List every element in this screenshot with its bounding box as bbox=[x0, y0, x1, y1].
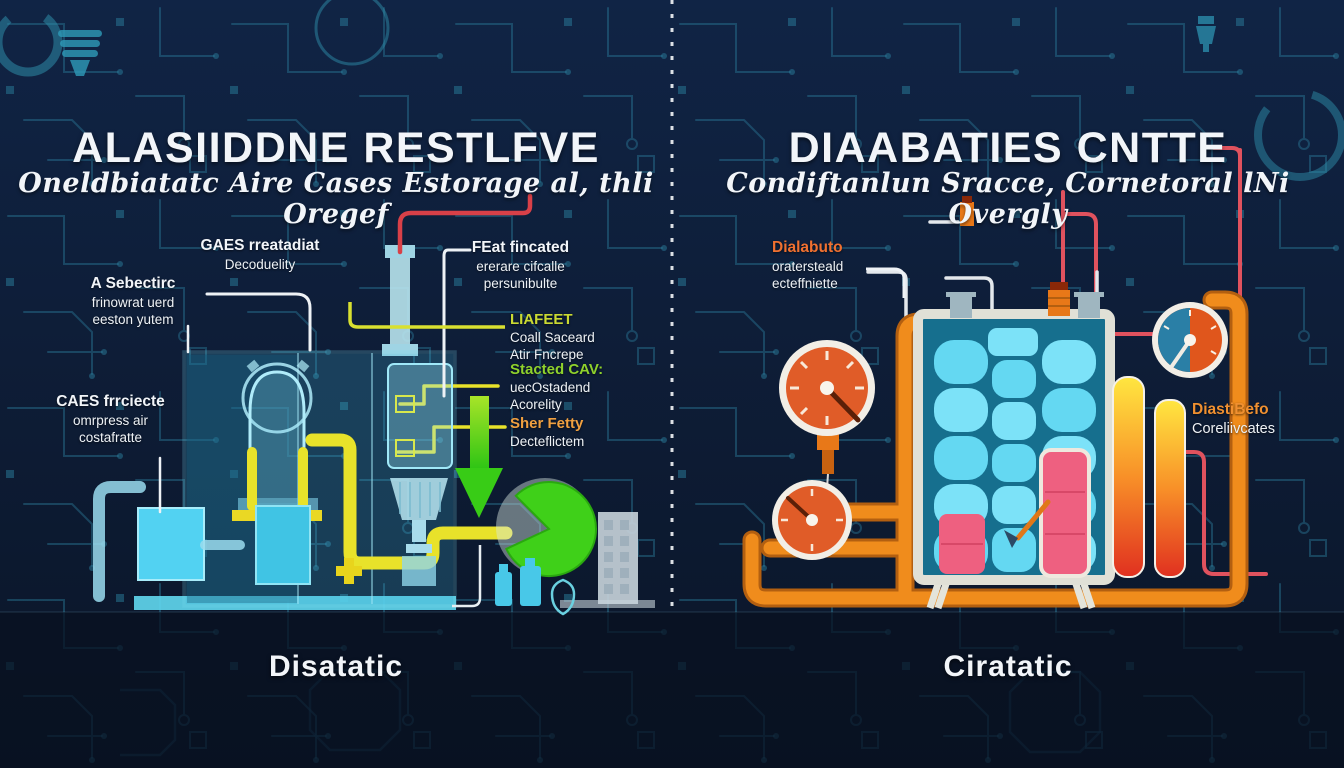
right-connector-line bbox=[866, 267, 906, 298]
heat-gradient-bars bbox=[1112, 376, 1186, 578]
label-gaes-line2: Decoduelity bbox=[224, 256, 296, 272]
shield-icon bbox=[550, 578, 576, 616]
dart-icon bbox=[1004, 499, 1051, 548]
tower-building-icon bbox=[598, 512, 638, 604]
left-panel-title: ALASIIDDNE RESTLFVE bbox=[72, 124, 600, 172]
right-panel-subtitle: Condiftanlun Sracce, Cornetoral lNi Over… bbox=[726, 168, 1290, 230]
legend-item-stacted: Stacted CAV: uecOstadend Acorelity bbox=[510, 360, 640, 414]
left-machine-diagram bbox=[93, 193, 655, 616]
left-panel-subtitle: Oneldbiatatc Aire Cases Estorage al, thl… bbox=[18, 168, 654, 230]
cyan-tank-box bbox=[137, 507, 205, 581]
pressure-gauge-large bbox=[779, 340, 875, 546]
down-arrow-icon bbox=[455, 396, 503, 518]
yellow-connector-line bbox=[348, 302, 505, 329]
legend-item-sher: Sher Fetty Decteflictem bbox=[510, 414, 640, 450]
label-dialabuto: Dialabuto oratersteald ecteffniette bbox=[772, 238, 922, 292]
red-pipe-line bbox=[397, 193, 533, 255]
ring-icon bbox=[1254, 89, 1344, 181]
ring-icon bbox=[0, 7, 63, 77]
right-panel-title: DIAABATIES CNTTE bbox=[788, 124, 1228, 172]
label-dialabuto-heading: Dialabuto bbox=[772, 239, 843, 256]
label-feat-heading: FEat fincated bbox=[471, 239, 570, 256]
legend-line: Acorelity bbox=[510, 397, 562, 413]
bulb-icon bbox=[58, 30, 102, 76]
pie-connector-line bbox=[452, 545, 482, 608]
timer-gauge bbox=[1152, 302, 1228, 378]
circle-trace-icon bbox=[314, 0, 390, 66]
pink-level-bars bbox=[939, 448, 1091, 578]
label-caes: CAES frrciecte omrpress air costafratte bbox=[28, 392, 193, 446]
canister-icons bbox=[495, 558, 541, 606]
small-valve-icon bbox=[960, 196, 974, 226]
left-connector-lines bbox=[158, 248, 472, 514]
label-dialabuto-line2: oratersteald bbox=[772, 258, 844, 274]
cyan-pipes bbox=[93, 481, 245, 602]
component-box bbox=[387, 363, 453, 586]
label-sebectirc-heading: A Sebectirc bbox=[90, 275, 176, 292]
storage-tank bbox=[913, 282, 1115, 610]
pressure-gauge-small bbox=[772, 480, 852, 560]
label-gaes-heading: GAES rreatadiat bbox=[200, 237, 320, 254]
lamp-icon bbox=[1196, 16, 1216, 52]
label-sebectirc: A Sebectirc frinowrat uerd eeston yutem bbox=[58, 274, 208, 328]
legend-line: Coall Saceard bbox=[510, 330, 595, 346]
legend-line: uecOstadend bbox=[510, 380, 591, 396]
label-gaes: GAES rreatadiat Decoduelity bbox=[185, 236, 335, 273]
legend-heading: Sher Fetty bbox=[510, 415, 584, 432]
left-bottom-label: Disatatic bbox=[268, 650, 404, 683]
label-feat-line3: persunibulte bbox=[483, 276, 558, 292]
label-caes-heading: CAES frrciecte bbox=[56, 393, 165, 410]
legend-item-liafeet: LIAFEET Coall Saceard Atir Fncrepe bbox=[510, 310, 640, 364]
label-diastbefo-heading: DiastiBefo bbox=[1192, 401, 1269, 418]
bottom-band bbox=[0, 612, 1344, 768]
legend-heading: Stacted CAV: bbox=[510, 361, 604, 378]
right-bottom-label: Ciratatic bbox=[943, 650, 1073, 683]
label-caes-line3: costafratte bbox=[78, 430, 143, 446]
legend-line: Decteflictem bbox=[510, 434, 585, 450]
legend-line: Atir Fncrepe bbox=[510, 347, 584, 363]
label-diastbefo: DiastiBefo Coreliivcates bbox=[1192, 400, 1332, 438]
label-feat: FEat fincated ererare cifcalle persunibu… bbox=[438, 238, 603, 292]
label-diastbefo-line2: Coreliivcates bbox=[1192, 420, 1275, 437]
label-sebectirc-line3: eeston yutem bbox=[92, 312, 174, 328]
label-sebectirc-line2: frinowrat uerd bbox=[91, 294, 175, 310]
label-dialabuto-line3: ecteffniette bbox=[772, 276, 838, 292]
inner-tank-box bbox=[255, 505, 311, 585]
legend-heading: LIAFEET bbox=[510, 311, 573, 328]
tank-top-valve-icon bbox=[1048, 282, 1070, 316]
right-system-diagram bbox=[742, 146, 1268, 610]
pie-chart-icon bbox=[496, 478, 597, 578]
label-caes-line2: omrpress air bbox=[72, 412, 148, 428]
label-feat-line2: ererare cifcalle bbox=[476, 258, 565, 274]
